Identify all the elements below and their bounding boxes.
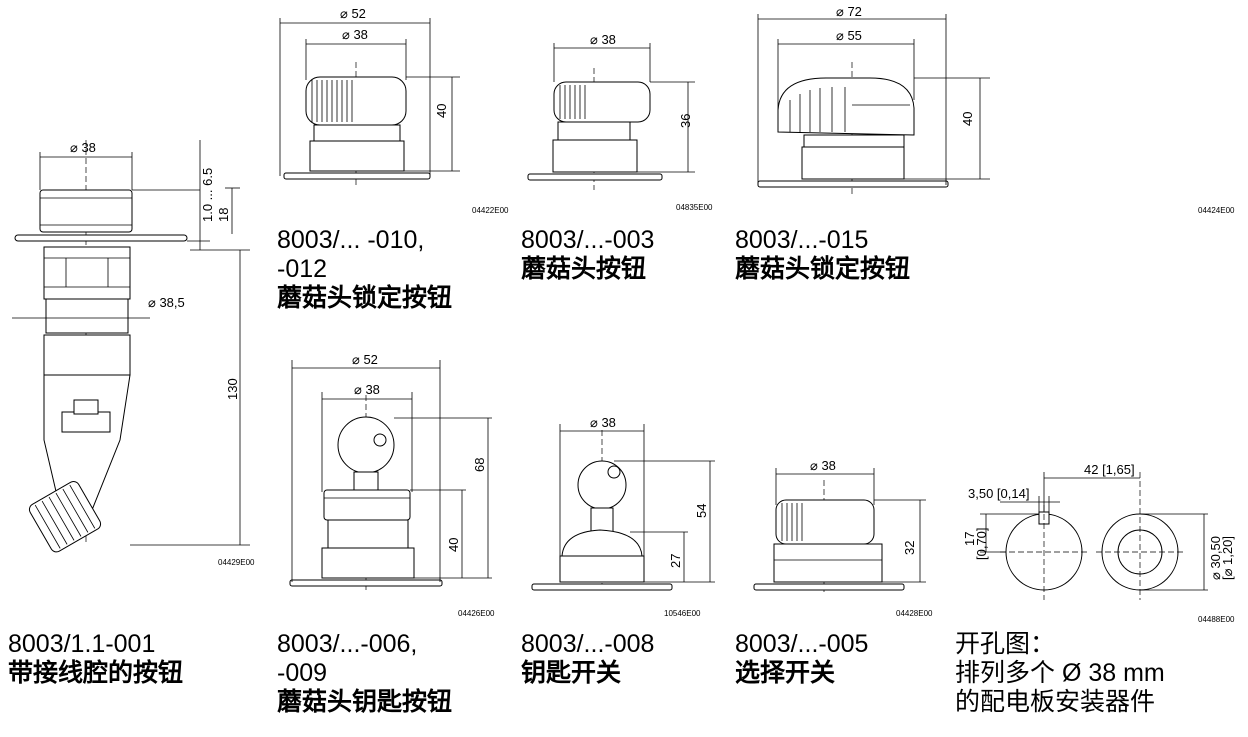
- d2-dim-1: ⌀ 38: [342, 27, 368, 42]
- d1-dim-4: 130: [225, 378, 240, 400]
- drawing-key-switch-008: ⌀ 38 54 27 10546E00: [531, 415, 715, 618]
- d5-dim-0: ⌀ 52: [352, 352, 378, 367]
- drawing-mushroom-latching-010: ⌀ 52 ⌀ 38 40 04422E00: [279, 6, 509, 215]
- d2-dim-2: 40: [434, 104, 449, 118]
- d8-dim-3: [0,70]: [974, 527, 989, 560]
- d6-dim-0: ⌀ 38: [590, 415, 616, 430]
- d2-dim-0: ⌀ 52: [340, 6, 366, 21]
- caption-2-model-2: -012: [277, 255, 328, 283]
- caption-1-desc: 带接线腔的按钮: [8, 659, 184, 687]
- caption-7-model: 8003/...-005: [735, 630, 869, 658]
- d7-code: 04428E00: [896, 609, 933, 618]
- d8-dim-4: ⌀ 30,50: [1208, 536, 1223, 580]
- d4-dim-1: ⌀ 55: [836, 28, 862, 43]
- d4-dim-2: 40: [960, 112, 975, 126]
- d4-code: 04424E00: [1198, 206, 1235, 215]
- d2-grip: [311, 80, 353, 122]
- d7-grip: [781, 503, 803, 541]
- caption-4-model: 8003/...-015: [735, 226, 869, 254]
- d5-dim-1: ⌀ 38: [354, 382, 380, 397]
- caption-2-model: 8003/... -010,: [277, 226, 425, 254]
- caption-mushroom-key-006: 8003/...-006, -009 蘑菇头钥匙按钮: [277, 630, 452, 717]
- caption-5-model: 8003/...-006,: [277, 630, 418, 658]
- drawing-mushroom-latching-015: ⌀ 72 ⌀ 55 40 04424E00: [757, 4, 1235, 215]
- caption-6-desc: 钥匙开关: [521, 659, 622, 687]
- caption-selector-switch-005: 8003/...-005 选择开关: [735, 630, 868, 688]
- drawing-selector-switch-005: ⌀ 38 32 04428E00: [753, 458, 933, 618]
- caption-2-desc: 蘑菇头锁定按钮: [277, 284, 453, 312]
- drawing-mushroom-key-006: ⌀ 52 ⌀ 38 68 40 04426E00: [289, 352, 495, 618]
- d8-dim-5: [⌀ 1,20]: [1220, 536, 1235, 580]
- d5-dim-2: 68: [472, 458, 487, 472]
- d5-code: 04426E00: [458, 609, 495, 618]
- d3-code: 04835E00: [676, 203, 713, 212]
- caption-push-button-terminal: 8003/1.1-001 带接线腔的按钮: [8, 630, 183, 688]
- caption-mushroom-latching-015: 8003/...-015 蘑菇头锁定按钮: [735, 226, 910, 284]
- caption-4-desc: 蘑菇头锁定按钮: [735, 255, 911, 283]
- caption-3-model: 8003/...-003: [521, 226, 655, 254]
- d1-dim-3: ⌀ 38,5: [148, 295, 185, 310]
- drawing-cutout: 42 [1,65] 3,50 [0,14] 17 [0,70] ⌀ 30,50 …: [962, 462, 1235, 624]
- caption-3-desc: 蘑菇头按钮: [521, 255, 647, 283]
- drawing-push-button-terminal: ⌀ 38 1.0 ... 6.5 18 ⌀ 38,5 130 04429E00: [12, 140, 255, 567]
- d8-dim-2: 17: [962, 532, 977, 546]
- d8-dim-1: 3,50 [0,14]: [968, 486, 1029, 501]
- d7-dim-0: ⌀ 38: [810, 458, 836, 473]
- caption-6-model: 8003/...-008: [521, 630, 655, 658]
- d8-code: 04488E00: [1198, 615, 1235, 624]
- d2-code: 04422E00: [472, 206, 509, 215]
- d6-dim-1: 54: [694, 504, 709, 518]
- d1-dim-2: 18: [216, 208, 231, 222]
- drawing-mushroom-003: ⌀ 38 36 04835E00: [527, 32, 713, 212]
- caption-mushroom-003: 8003/...-003 蘑菇头按钮: [521, 226, 654, 284]
- caption-5-desc: 蘑菇头钥匙按钮: [277, 688, 453, 716]
- caption-cutout: 开孔图： 排列多个 Ø 38 mm 的配电板安装器件: [955, 630, 1165, 717]
- d6-code: 10546E00: [664, 609, 701, 618]
- d3-grip: [559, 85, 586, 119]
- caption-8-line-2: 排列多个 Ø 38 mm: [955, 659, 1165, 687]
- d8-dim-0: 42 [1,65]: [1084, 462, 1135, 477]
- caption-1-model: 8003/1.1-001: [8, 630, 156, 658]
- d6-dim-2: 27: [668, 554, 683, 568]
- caption-8-title: 开孔图：: [955, 630, 1056, 658]
- caption-mushroom-latching-010: 8003/... -010, -012 蘑菇头锁定按钮: [277, 226, 452, 313]
- caption-5-model-2: -009: [277, 659, 328, 687]
- caption-key-switch-008: 8003/...-008 钥匙开关: [521, 630, 654, 688]
- d4-dim-0: ⌀ 72: [836, 4, 862, 19]
- d5-dim-3: 40: [446, 538, 461, 552]
- caption-8-line-3: 的配电板安装器件: [955, 688, 1156, 716]
- d3-dim-1: 36: [678, 114, 693, 128]
- d1-code: 04429E00: [218, 558, 255, 567]
- d7-dim-1: 32: [902, 541, 917, 555]
- d3-dim-0: ⌀ 38: [590, 32, 616, 47]
- d1-dim-0: ⌀ 38: [70, 140, 96, 155]
- d1-dim-1: 1.0 ... 6.5: [200, 168, 215, 222]
- caption-7-desc: 选择开关: [735, 659, 836, 687]
